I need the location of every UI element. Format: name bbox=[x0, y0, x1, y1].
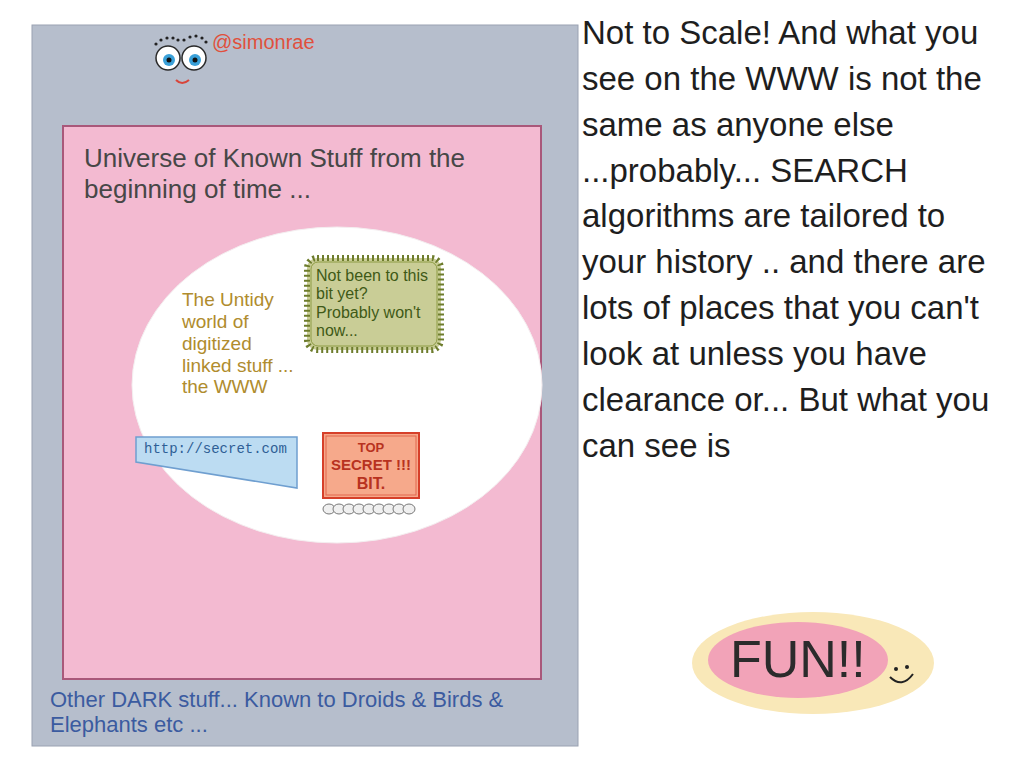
side-note: Not to Scale! And what you see on the WW… bbox=[582, 10, 1007, 469]
band-note: Not been to this bit yet? Probably won't… bbox=[316, 267, 432, 341]
eye bbox=[156, 46, 180, 70]
iris bbox=[163, 54, 175, 66]
iris bbox=[189, 54, 201, 66]
smiley bbox=[890, 665, 913, 682]
pupil bbox=[167, 58, 172, 63]
url-text: http://secret.com bbox=[144, 441, 287, 458]
fun-blob: FUN!! bbox=[690, 610, 936, 716]
www-ellipse bbox=[132, 227, 542, 543]
stamp-box bbox=[323, 433, 419, 498]
grey-panel bbox=[32, 25, 578, 746]
author-handle-holder: @simonrae bbox=[212, 30, 315, 54]
top-secret-box: TOPSECRET !!!BIT. bbox=[322, 432, 420, 519]
stamp-text: TOP bbox=[331, 440, 411, 456]
pink-blob bbox=[708, 622, 888, 698]
universe-box: Universe of Known Stuff from the beginni… bbox=[62, 125, 542, 680]
side-note-holder: Not to Scale! And what you see on the WW… bbox=[582, 10, 1007, 469]
fun-word: FUN!! bbox=[730, 630, 866, 690]
mouth bbox=[176, 80, 189, 83]
face-doodle bbox=[154, 34, 207, 83]
stamp-inner-edge bbox=[326, 436, 416, 495]
eye bbox=[182, 46, 206, 70]
stamp-text: SECRET !!! bbox=[331, 456, 411, 474]
www-circle: The Untidy world of digitized linked stu… bbox=[132, 227, 542, 543]
pupil bbox=[193, 58, 198, 63]
hatched-edge bbox=[307, 258, 441, 350]
unvisited-band: Not been to this bit yet? Probably won't… bbox=[304, 255, 444, 353]
region-caption: Other DARK stuff... Known to Droids & Bi… bbox=[50, 687, 560, 738]
eyebrow-dots bbox=[154, 34, 207, 45]
inner-edge bbox=[311, 262, 437, 346]
region-heading: Universe of Known Stuff from the beginni… bbox=[84, 143, 520, 205]
stone bbox=[403, 504, 415, 514]
watermark: The Untidy world of digitized linked stu… bbox=[182, 289, 297, 398]
secret-link-wedge: http://secret.com bbox=[136, 437, 297, 488]
wedge-shape bbox=[136, 437, 297, 488]
yellow-blob bbox=[692, 612, 934, 714]
author-handle: @simonrae bbox=[212, 30, 315, 54]
stamp-text: BIT. bbox=[331, 474, 411, 493]
dark-stuff-panel: Other DARK stuff... Known to Droids & Bi… bbox=[32, 25, 578, 746]
